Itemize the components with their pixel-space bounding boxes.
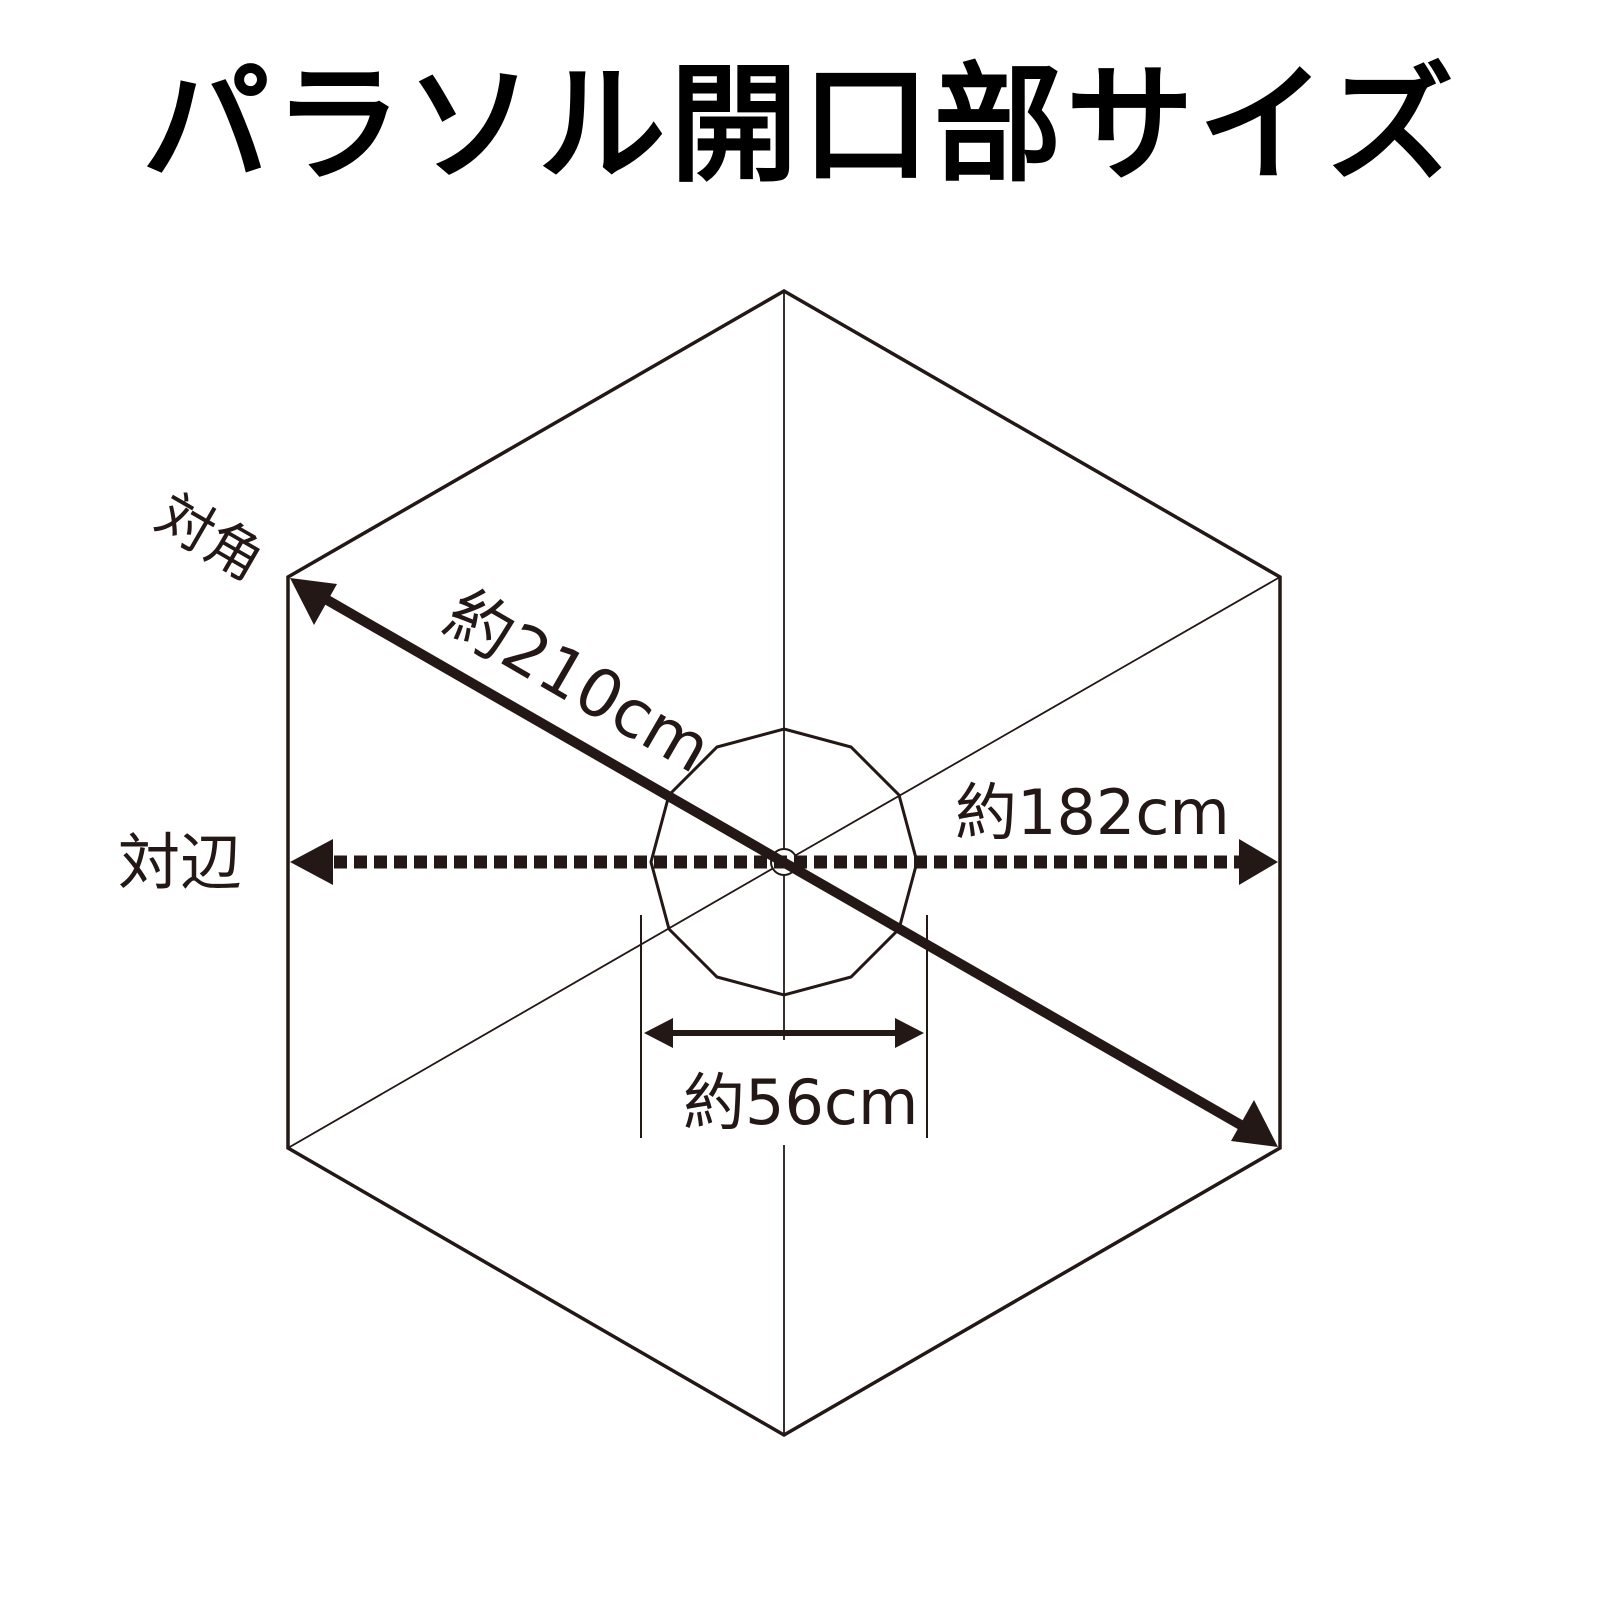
opening-dimension [640, 915, 928, 1138]
opposite-measure-label: 約182cm [955, 776, 1230, 849]
hexagon-spokes [287, 291, 1281, 1435]
arrowhead-lower-right-icon [1231, 1100, 1278, 1147]
opening-measure-label: 約56cm [683, 1066, 918, 1139]
opposite-side-label: 対辺 [118, 826, 242, 899]
arrowhead-right-icon [1239, 839, 1278, 885]
arrowhead-left-small-icon [644, 1018, 673, 1048]
arrowhead-left-icon [290, 839, 333, 885]
page-title: パラソル開口部サイズ [141, 51, 1459, 200]
diagonal-side-label: 対角 [145, 482, 274, 594]
arrowhead-upper-left-icon [290, 578, 337, 625]
arrowhead-right-small-icon [895, 1018, 924, 1048]
diagonal-arrow [290, 578, 1278, 1147]
